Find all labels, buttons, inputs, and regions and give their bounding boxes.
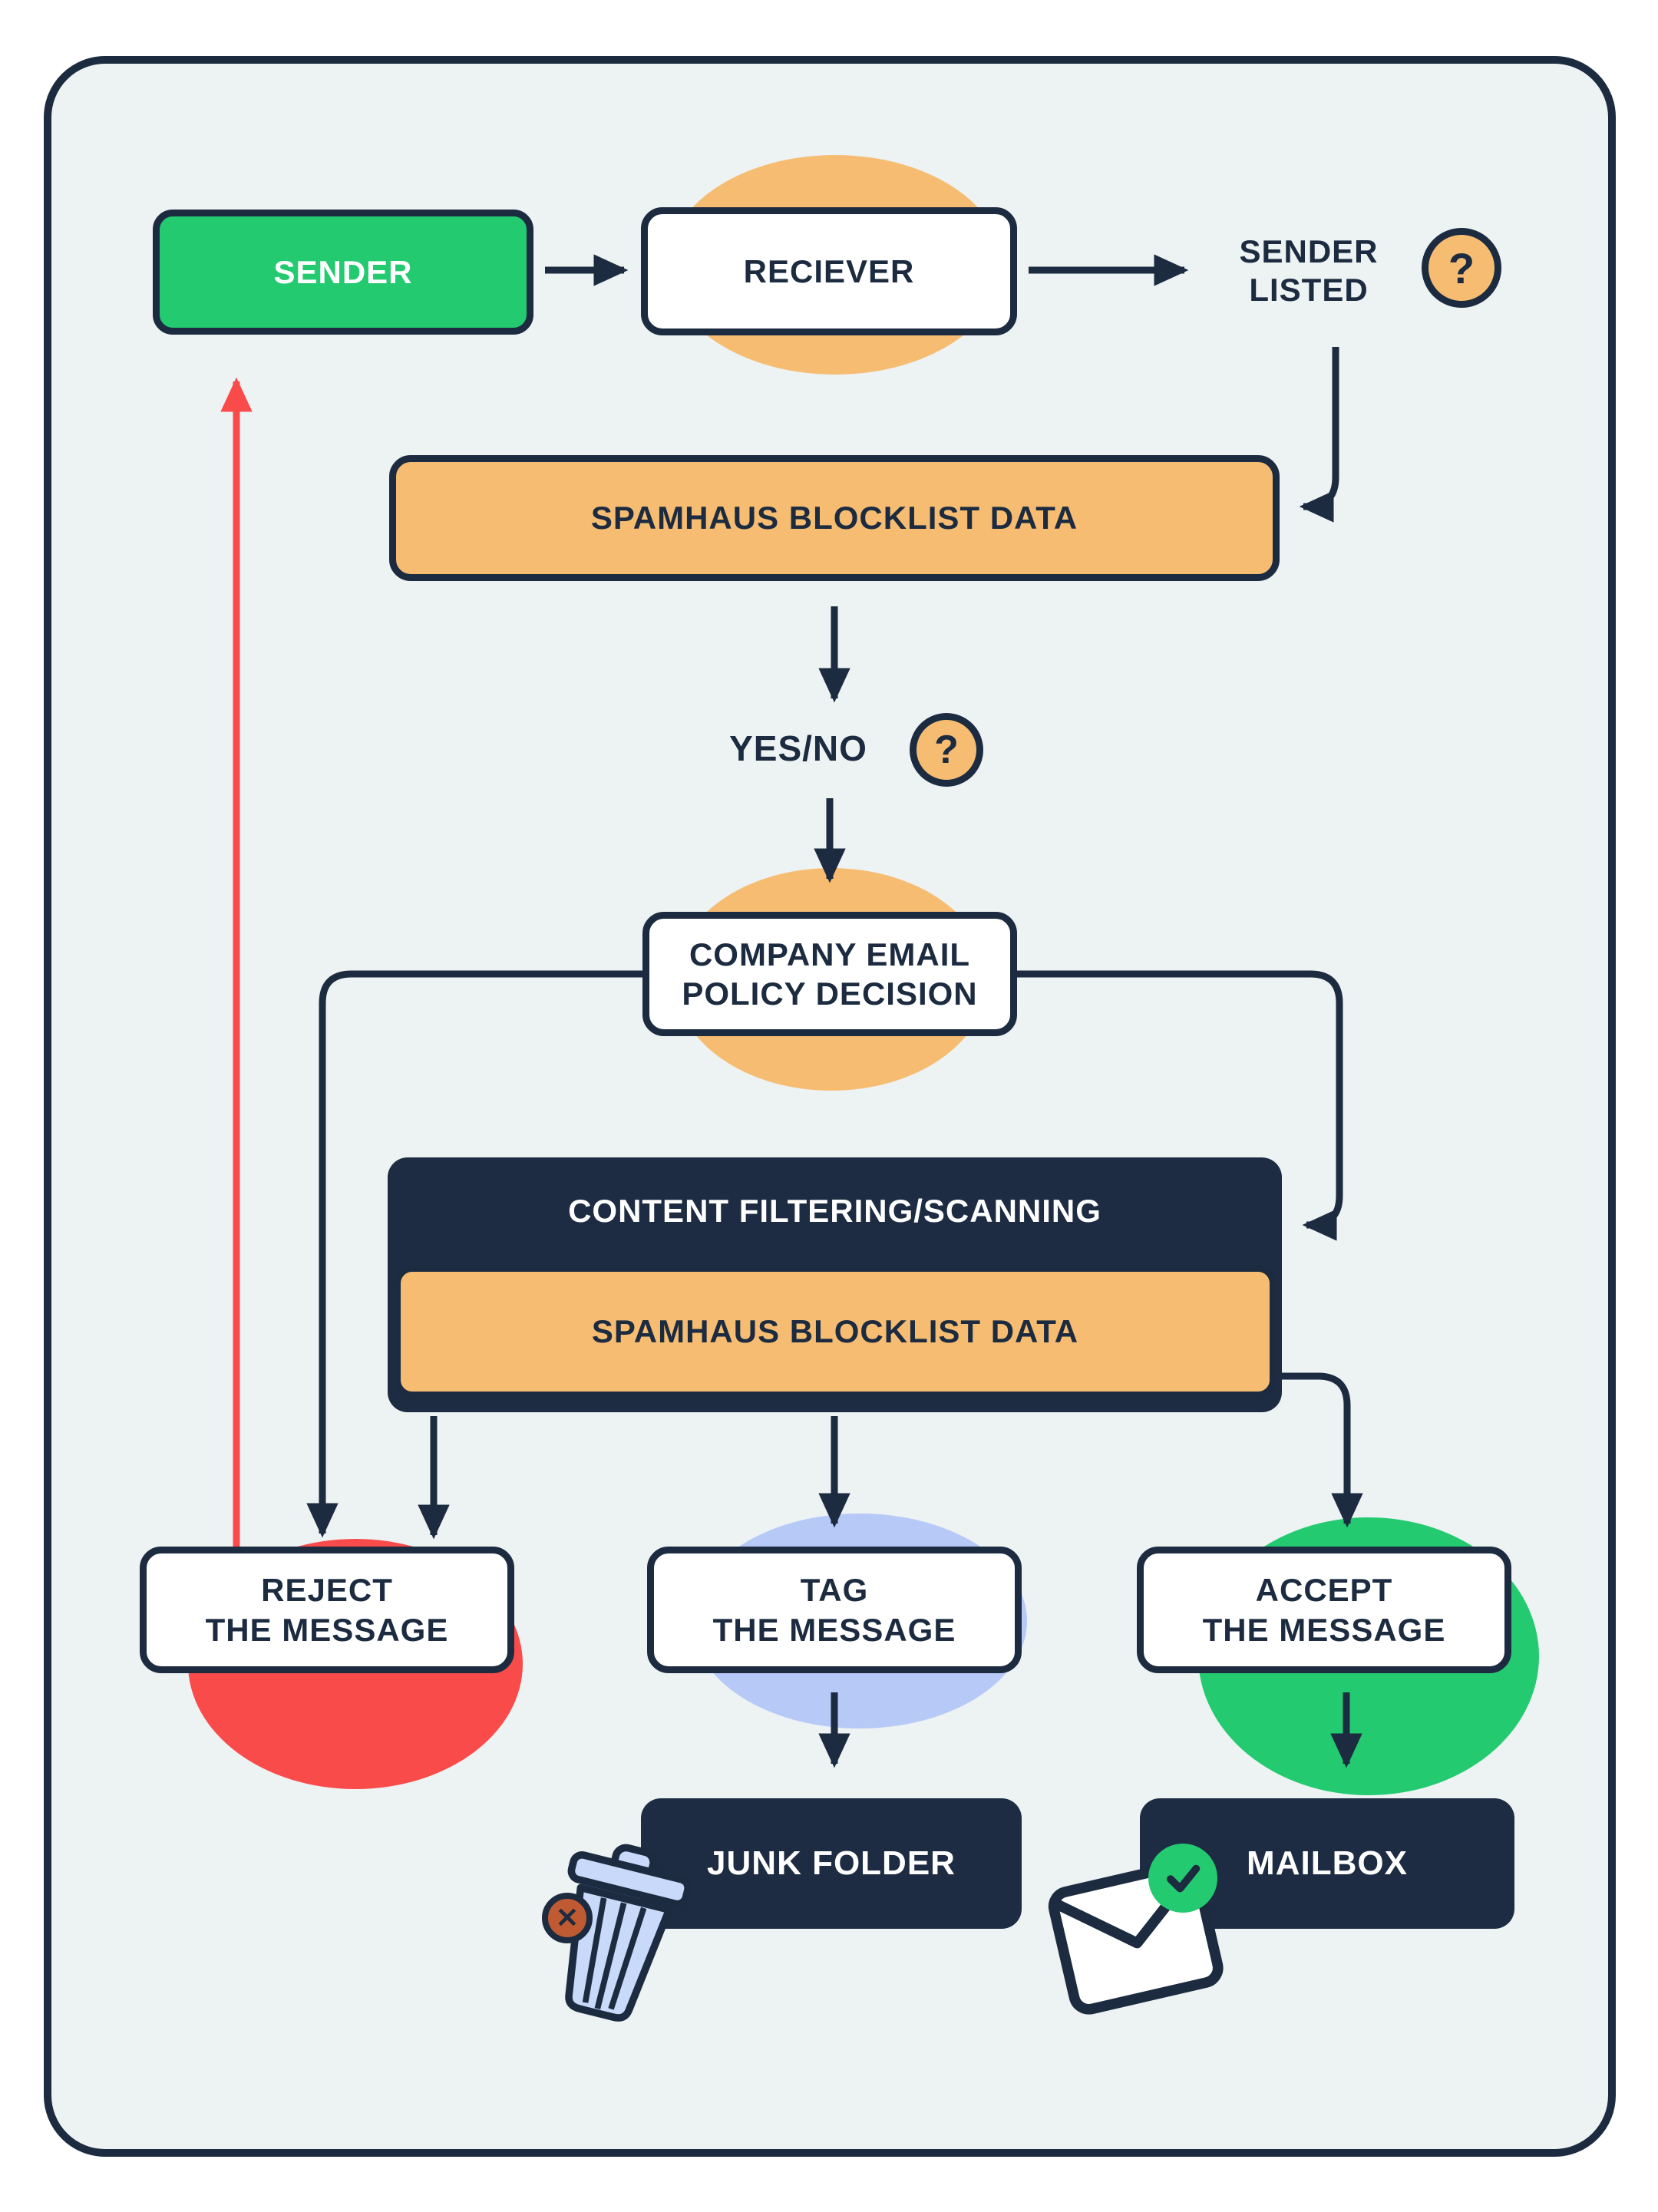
- accept-line2: THE MESSAGE: [1202, 1611, 1446, 1648]
- connector-policy-contentfiltering: [1017, 970, 1343, 1241]
- reject-line1: REJECT: [261, 1572, 393, 1609]
- node-spamhaus-blocklist-top: SPAMHAUS BLOCKLIST DATA: [389, 455, 1280, 581]
- question-icon: ?: [1422, 228, 1501, 308]
- policy-line2: POLICY DECISION: [682, 976, 978, 1012]
- node-reciever: RECIEVER: [641, 207, 1017, 335]
- tag-line1: TAG: [800, 1572, 869, 1609]
- sender-listed-line2: LISTED: [1249, 271, 1369, 308]
- reject-line2: THE MESSAGE: [205, 1611, 449, 1648]
- policy-line1: COMPANY EMAIL: [689, 936, 971, 972]
- spamhaus-top-label: SPAMHAUS BLOCKLIST DATA: [590, 500, 1078, 536]
- cross-icon: ✕: [542, 1893, 593, 1943]
- node-sender-label: SENDER: [273, 253, 413, 290]
- node-reciever-label: RECIEVER: [743, 253, 915, 289]
- node-reject-message: REJECT THE MESSAGE: [140, 1547, 514, 1673]
- connector-senderlisted-spamhaus: [1299, 347, 1339, 523]
- node-accept-message: ACCEPT THE MESSAGE: [1137, 1547, 1511, 1673]
- node-junk-folder: JUNK FOLDER: [641, 1798, 1022, 1929]
- trash-icon: [510, 1822, 725, 2044]
- mailbox-label: MAILBOX: [1247, 1844, 1408, 1883]
- node-sender-listed: SENDER LISTED: [1201, 233, 1416, 309]
- node-spamhaus-blocklist-inner: SPAMHAUS BLOCKLIST DATA: [394, 1265, 1277, 1398]
- connector-policy-reject: [306, 970, 642, 1538]
- node-sender: SENDER: [153, 210, 533, 335]
- junk-folder-label: JUNK FOLDER: [707, 1844, 956, 1883]
- accept-line1: ACCEPT: [1255, 1572, 1393, 1609]
- connector-content-accept: [1277, 1372, 1363, 1528]
- spamhaus-inner-label: SPAMHAUS BLOCKLIST DATA: [591, 1313, 1079, 1350]
- content-filtering-label: CONTENT FILTERING/SCANNING: [568, 1193, 1101, 1230]
- sender-listed-line1: SENDER: [1239, 233, 1379, 269]
- tag-line2: THE MESSAGE: [712, 1611, 956, 1648]
- question-icon: ?: [910, 713, 983, 787]
- node-tag-message: TAG THE MESSAGE: [647, 1547, 1022, 1673]
- check-icon: [1148, 1844, 1217, 1913]
- node-policy-decision: COMPANY EMAIL POLICY DECISION: [642, 912, 1017, 1036]
- node-yes-no: YES/NO: [729, 728, 867, 768]
